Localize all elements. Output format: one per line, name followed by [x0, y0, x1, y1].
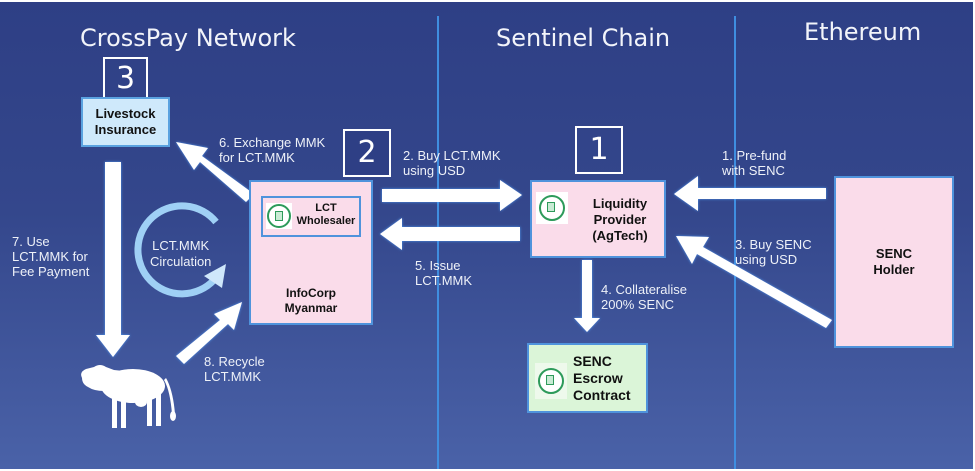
step-1-label: 1. Pre-fund with SENC: [722, 148, 787, 178]
step-7-label: 7. Use LCT.MMK for Fee Payment: [12, 234, 90, 279]
step-5-label: 5. Issue LCT.MMK: [415, 258, 473, 288]
step-8-label: 8. Recycle LCT.MMK: [204, 354, 265, 384]
node-liquidity-provider: Liquidity Provider (AgTech): [530, 180, 666, 258]
senc-escrow-label: SENC Escrow Contract: [573, 353, 631, 403]
step-6-label: 6. Exchange MMK for LCT.MMK: [219, 135, 326, 165]
livestock-insurance-label: Livestock Insurance: [94, 106, 157, 137]
contract-icon: [267, 204, 291, 228]
node-senc-holder: SENC Holder: [834, 176, 954, 348]
column-title-crosspay: CrossPay Network: [80, 24, 296, 52]
column-title-sentinel: Sentinel Chain: [496, 24, 671, 52]
marker-1: 1: [575, 126, 623, 174]
arrow-step-4: [574, 260, 600, 332]
node-infocorp-myanmar: LCT Wholesaler InfoCorp Myanmar: [249, 180, 373, 325]
contract-icon: [539, 195, 565, 221]
circulation-label: LCT.MMK Circulation: [150, 238, 212, 269]
arrow-step-2: [382, 180, 522, 211]
node-livestock-insurance: Livestock Insurance: [81, 97, 170, 147]
contract-icon: [538, 368, 564, 394]
arrow-step-1: [674, 176, 826, 211]
node-lct-wholesaler: LCT Wholesaler: [261, 196, 361, 237]
step-3-label: 3. Buy SENC using USD: [735, 237, 812, 267]
infocorp-label: InfoCorp Myanmar: [284, 286, 338, 315]
arrow-step-7: [96, 162, 130, 357]
step-4-label: 4. Collateralise 200% SENC: [601, 282, 687, 312]
lct-wholesaler-label: LCT Wholesaler: [296, 202, 356, 227]
senc-holder-label: SENC Holder: [873, 246, 915, 277]
marker-2: 2: [343, 129, 391, 177]
marker-3: 3: [103, 57, 148, 101]
arrow-step-8: [176, 302, 242, 364]
divider-crosspay-sentinel: [437, 16, 439, 469]
step-2-label: 2. Buy LCT.MMK using USD: [403, 148, 501, 178]
circular-arrow-icon: [134, 202, 226, 298]
column-title-ethereum: Ethereum: [804, 18, 922, 46]
arrow-step-6: [176, 142, 254, 202]
liquidity-provider-label: Liquidity Provider (AgTech): [592, 196, 648, 243]
cow-icon: [81, 365, 176, 428]
arrow-step-3: [676, 236, 832, 328]
node-senc-escrow-contract: SENC Escrow Contract: [527, 343, 648, 413]
arrow-step-5: [380, 218, 520, 250]
divider-sentinel-ethereum: [734, 16, 736, 469]
